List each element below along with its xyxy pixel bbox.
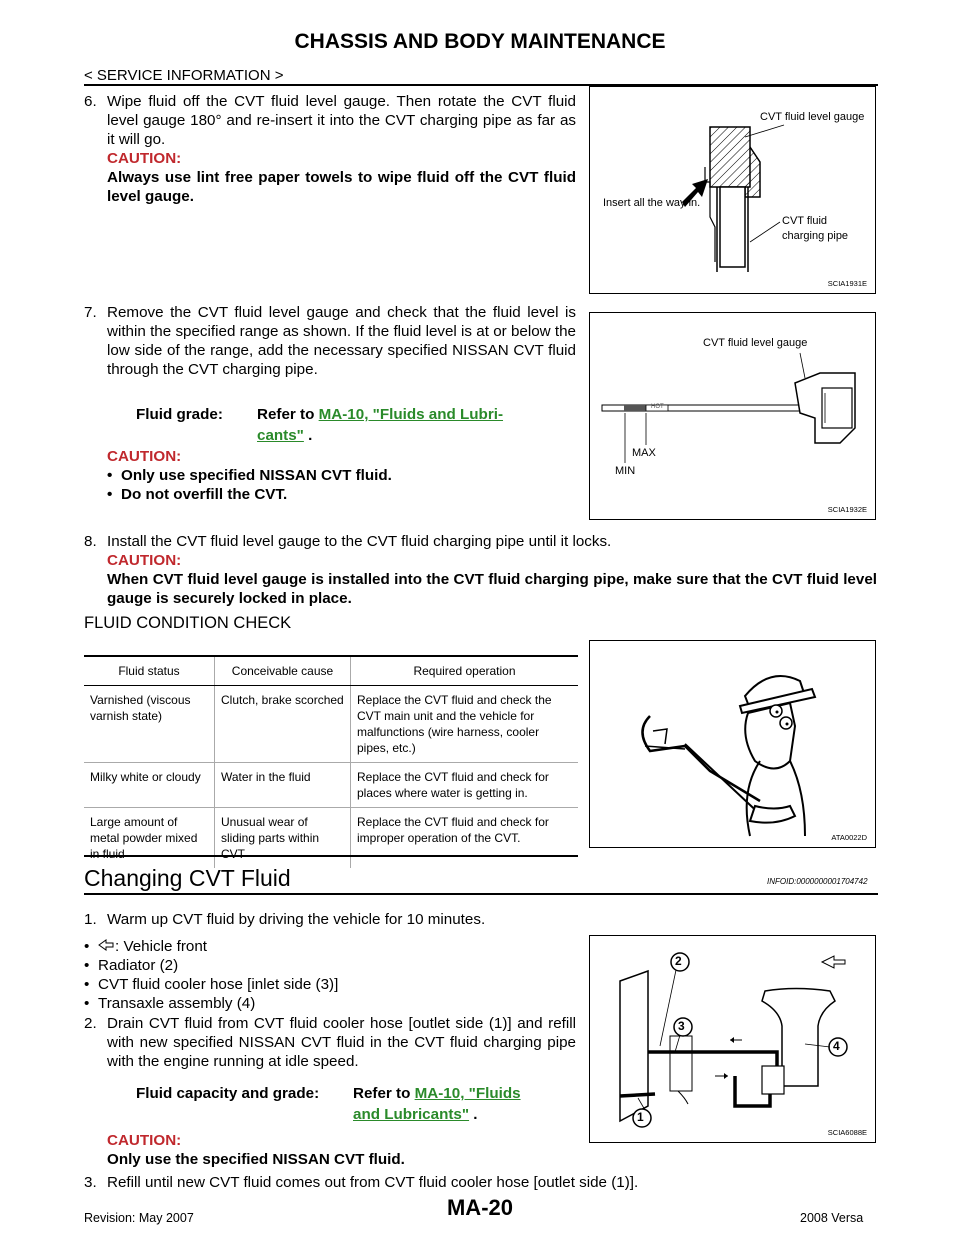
- step-6-text: Wipe fluid off the CVT fluid level gauge…: [107, 93, 576, 148]
- fluid-condition-heading: FLUID CONDITION CHECK: [84, 614, 292, 632]
- link-ma-10-fluids-line-1[interactable]: MA-10, "Fluids and Lubri-: [318, 406, 504, 423]
- table-cell: Milky white or cloudy: [84, 762, 215, 808]
- table-row: Milky white or cloudy Water in the fluid…: [84, 762, 578, 808]
- page-title: CHASSIS AND BODY MAINTENANCE: [294, 30, 666, 53]
- spec-label: Fluid grade:: [136, 406, 223, 423]
- table-bottom-rule: [84, 855, 578, 857]
- caution-bullet: Do not overfill the CVT.: [107, 485, 576, 504]
- caution-bullet: Only use specified NISSAN CVT fluid.: [107, 466, 576, 485]
- callout-number: 4: [833, 1039, 840, 1053]
- change-step-3-number: 3.: [84, 1174, 97, 1191]
- label-max: MAX: [632, 447, 656, 459]
- breadcrumb: < SERVICE INFORMATION >: [84, 67, 284, 84]
- step-8: Install the CVT fluid level gauge to the…: [107, 532, 877, 608]
- figure-gauge-range: CVT fluid level gauge HOT MAX MIN SCIA19…: [589, 312, 876, 520]
- spec-fluid-capacity: Fluid capacity and grade: Refer to MA-10,…: [136, 1083, 521, 1125]
- component-legend: : Vehicle front Radiator (2) CVT fluid c…: [84, 937, 578, 1013]
- label-gauge: CVT fluid level gauge: [760, 111, 865, 123]
- step-7-number: 7.: [84, 304, 97, 321]
- step-8-number: 8.: [84, 533, 97, 550]
- page-number: MA-20: [446, 1195, 513, 1220]
- spec-label: Fluid capacity and grade:: [136, 1085, 320, 1102]
- legend-front-text: : Vehicle front: [115, 938, 208, 955]
- figure-fluid-inspection: ATA0022D: [589, 640, 876, 848]
- figure-code: SCIA6088E: [827, 1128, 867, 1137]
- spec-end: .: [473, 1106, 478, 1123]
- step-8-caution-label: CAUTION:: [107, 552, 182, 569]
- column-header: Required operation: [350, 657, 578, 686]
- gauge-insert-illustration: [682, 124, 785, 272]
- step-6: Wipe fluid off the CVT fluid level gauge…: [107, 92, 576, 206]
- label-min: MIN: [615, 465, 636, 477]
- table-cell: Replace the CVT fluid and check for impr…: [357, 815, 549, 845]
- table-cell: Replace the CVT fluid and check for plac…: [350, 762, 578, 808]
- step-8-caution-text: When CVT fluid level gauge is installed …: [107, 571, 877, 607]
- callout-number: 3: [678, 1019, 685, 1033]
- table-top-rule: [84, 655, 578, 657]
- column-header: Fluid status: [84, 657, 215, 686]
- table-cell: Clutch, brake scorched: [214, 685, 351, 763]
- legend-item: CVT fluid cooler hose [inlet side (3)]: [84, 975, 578, 994]
- legend-item: Transaxle assembly (4): [84, 994, 578, 1013]
- figure-code: SCIA1931E: [827, 279, 867, 288]
- figure-code: SCIA1932E: [827, 505, 867, 514]
- model-year: 2008 Versa: [800, 1211, 864, 1225]
- fluid-condition-table: Fluid status Conceivable cause Required …: [84, 657, 578, 868]
- info-id: INFOID:0000000001704742: [767, 877, 868, 886]
- column-header: Conceivable cause: [214, 657, 351, 686]
- link-ma-10-fluids-line-2[interactable]: cants": [257, 427, 304, 444]
- table-cell: Water in the fluid: [214, 762, 351, 808]
- step-7-caution: CAUTION: Only use specified NISSAN CVT f…: [107, 447, 576, 504]
- spec-end: .: [308, 427, 313, 444]
- change-step-2: Drain CVT fluid from CVT fluid cooler ho…: [107, 1015, 576, 1070]
- label-hot: HOT: [651, 404, 664, 410]
- mechanic-illustration: [641, 675, 817, 837]
- label-insert: Insert all the way in.: [603, 197, 701, 209]
- table-cell: Varnished (viscous varnish state): [84, 685, 215, 763]
- step-7-caution-list: Only use specified NISSAN CVT fluid. Do …: [107, 466, 576, 504]
- callout-number: 1: [637, 1110, 644, 1124]
- label-pipe-line-1: CVT fluid: [782, 215, 828, 227]
- caution-text: Only use the specified NISSAN CVT fluid.: [107, 1151, 405, 1168]
- change-step-3: Refill until new CVT fluid comes out fro…: [107, 1174, 639, 1191]
- change-step-2-caution: CAUTION: Only use the specified NISSAN C…: [107, 1131, 576, 1169]
- table-row: Varnished (viscous varnish state) Clutch…: [84, 685, 578, 763]
- step-7-caution-label: CAUTION:: [107, 448, 182, 465]
- label-gauge: CVT fluid level gauge: [703, 337, 808, 349]
- callout-number: 2: [675, 954, 682, 968]
- change-step-1: Warm up CVT fluid by driving the vehicle…: [107, 911, 486, 928]
- change-step-2-number: 2.: [84, 1015, 97, 1032]
- table-row: Large amount of metal powder mixed in fl…: [84, 807, 578, 868]
- step-7: Remove the CVT fluid level gauge and che…: [107, 303, 576, 379]
- step-6-caution-label: CAUTION:: [107, 150, 182, 167]
- section-title: Changing CVT Fluid: [84, 865, 291, 891]
- step-6-number: 6.: [84, 93, 97, 110]
- table-cell: Unusual wear of sliding parts within CVT: [214, 807, 351, 868]
- figure-code: ATA0022D: [831, 833, 867, 842]
- link-ma-10-fluids-line-1[interactable]: MA-10, "Fluids: [414, 1085, 521, 1102]
- table-header-row: Fluid status Conceivable cause Required …: [84, 657, 578, 686]
- legend-item-front: : Vehicle front: [84, 937, 578, 956]
- header-rule: [84, 84, 878, 86]
- step-6-caution-text: Always use lint free paper towels to wip…: [107, 169, 576, 205]
- link-ma-10-fluids-line-2[interactable]: and Lubricants": [353, 1106, 470, 1123]
- caution-label: CAUTION:: [107, 1132, 182, 1149]
- section-rule: [84, 893, 878, 895]
- spec-refer: Refer to: [353, 1085, 411, 1102]
- figure-gauge-insert: CVT fluid level gauge Insert all the way…: [589, 86, 876, 294]
- vehicle-front-arrow-icon: [98, 937, 114, 956]
- table-cell: Large amount of metal powder mixed in fl…: [84, 807, 215, 868]
- step-7-text: Remove the CVT fluid level gauge and che…: [107, 304, 576, 378]
- figure-cooler-hose: 2 3 4 1 SCIA6088E: [589, 935, 876, 1143]
- cooler-hose-illustration: [619, 952, 848, 1128]
- legend-item: Radiator (2): [84, 956, 578, 975]
- gauge-range-illustration: [601, 352, 856, 463]
- step-8-text: Install the CVT fluid level gauge to the…: [107, 533, 612, 550]
- spec-refer: Refer to: [257, 406, 315, 423]
- label-pipe-line-2: charging pipe: [782, 230, 849, 242]
- revision: Revision: May 2007: [84, 1211, 194, 1225]
- spec-fluid-grade: Fluid grade: Refer to MA-10, "Fluids and …: [136, 404, 503, 446]
- table-cell: Replace the CVT fluid and check the CVT …: [350, 685, 578, 763]
- change-step-1-number: 1.: [84, 911, 97, 928]
